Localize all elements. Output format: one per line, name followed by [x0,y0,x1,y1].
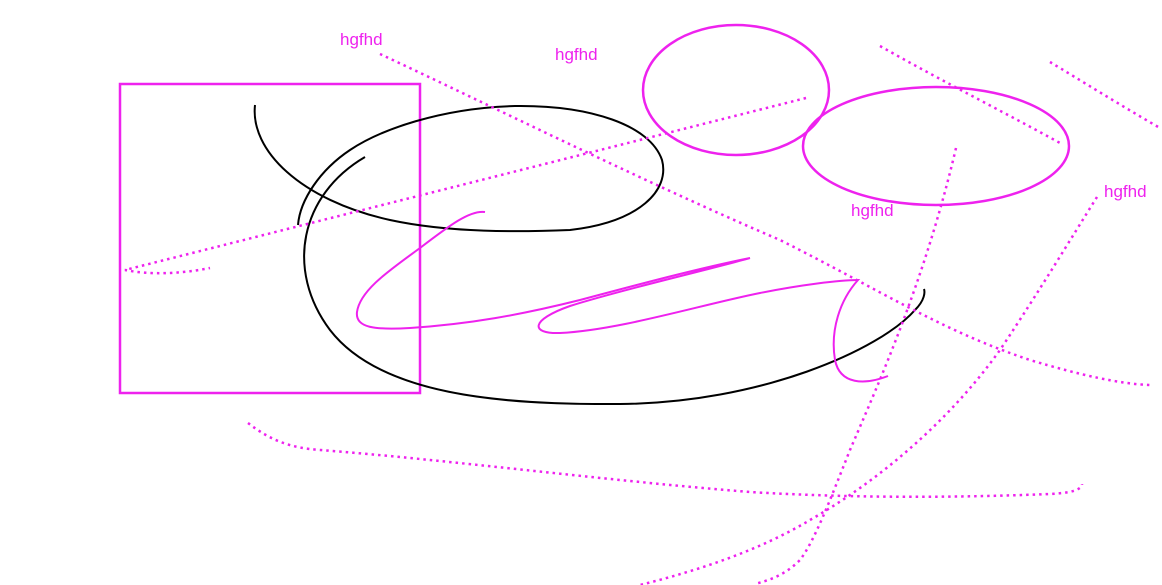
black-upper-loop [253,104,665,233]
dotted-line-1 [124,96,807,275]
magenta-ellipse-2 [801,85,1071,207]
dotted-line-4 [1049,60,1161,130]
magenta-ellipse-1 [641,23,831,157]
magenta-rectangle [118,82,422,395]
dotted-line-3 [879,44,1061,145]
text-label-1: hgfhd [340,30,383,49]
dotted-line-7 [247,422,1084,499]
text-label-2: hgfhd [555,45,598,64]
text-label-3: hgfhd [851,201,894,220]
dotted-line-2 [379,52,1151,387]
text-label-4: hgfhd [1104,182,1147,201]
magenta-scribble [355,210,889,383]
dotted-line-5 [754,147,958,585]
black-large-curve [303,156,926,406]
dotted-line-6 [639,196,1099,585]
